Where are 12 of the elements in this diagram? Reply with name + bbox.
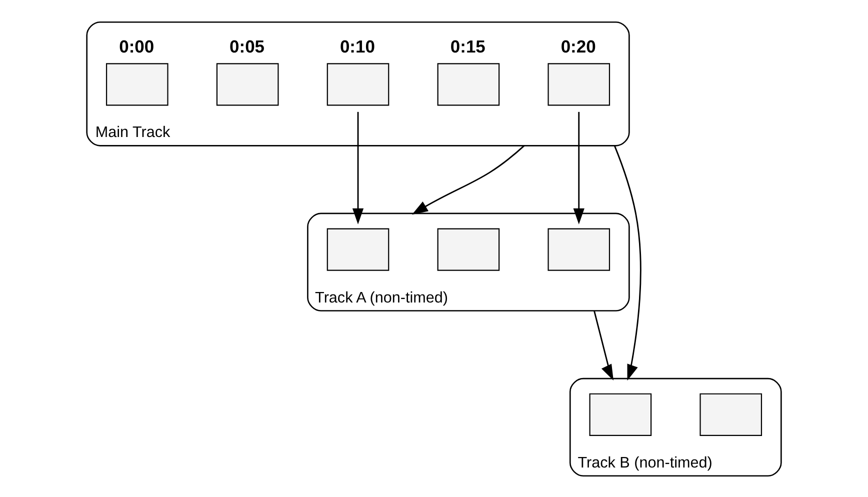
arrow — [594, 310, 614, 380]
cluster: Track A (non-timed) — [307, 212, 630, 311]
cluster: Track B (non-timed) — [569, 377, 782, 476]
node-label: 0:20 — [560, 36, 596, 56]
node-label: 0:10 — [340, 36, 375, 56]
node-label: 0:05 — [230, 36, 265, 56]
arrow — [573, 111, 584, 224]
arrow — [412, 144, 525, 214]
arrow — [352, 111, 364, 224]
node-label: 0:00 — [119, 36, 154, 56]
arrow — [614, 144, 642, 380]
node-label: 0:15 — [450, 36, 486, 56]
